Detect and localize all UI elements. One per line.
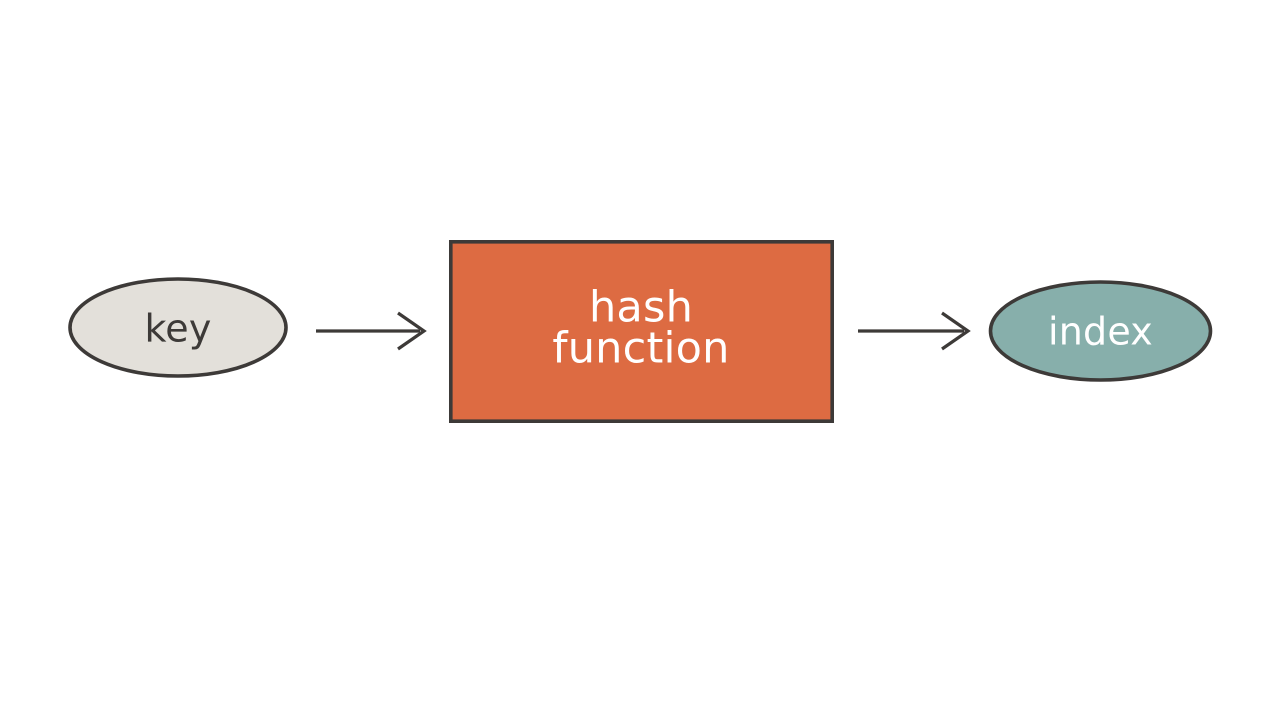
node-hash-function[interactable]: hash function bbox=[448, 240, 834, 423]
key-label: key bbox=[144, 307, 211, 351]
index-ellipse-shape[interactable] bbox=[988, 280, 1213, 382]
edge-hash-to-index[interactable] bbox=[858, 311, 971, 351]
hash-function-rect-shape[interactable] bbox=[448, 240, 834, 423]
key-ellipse-shape[interactable] bbox=[68, 277, 288, 378]
arrow-head-icon bbox=[941, 311, 971, 351]
hash-function-label-line2: function bbox=[552, 324, 729, 374]
arrow-head-icon bbox=[397, 311, 427, 351]
index-label: index bbox=[1048, 310, 1153, 354]
hash-function-label-line1: hash bbox=[589, 283, 693, 333]
node-index[interactable]: index bbox=[988, 280, 1213, 382]
node-key[interactable]: key bbox=[68, 277, 288, 378]
edge-key-to-hash[interactable] bbox=[316, 311, 427, 351]
